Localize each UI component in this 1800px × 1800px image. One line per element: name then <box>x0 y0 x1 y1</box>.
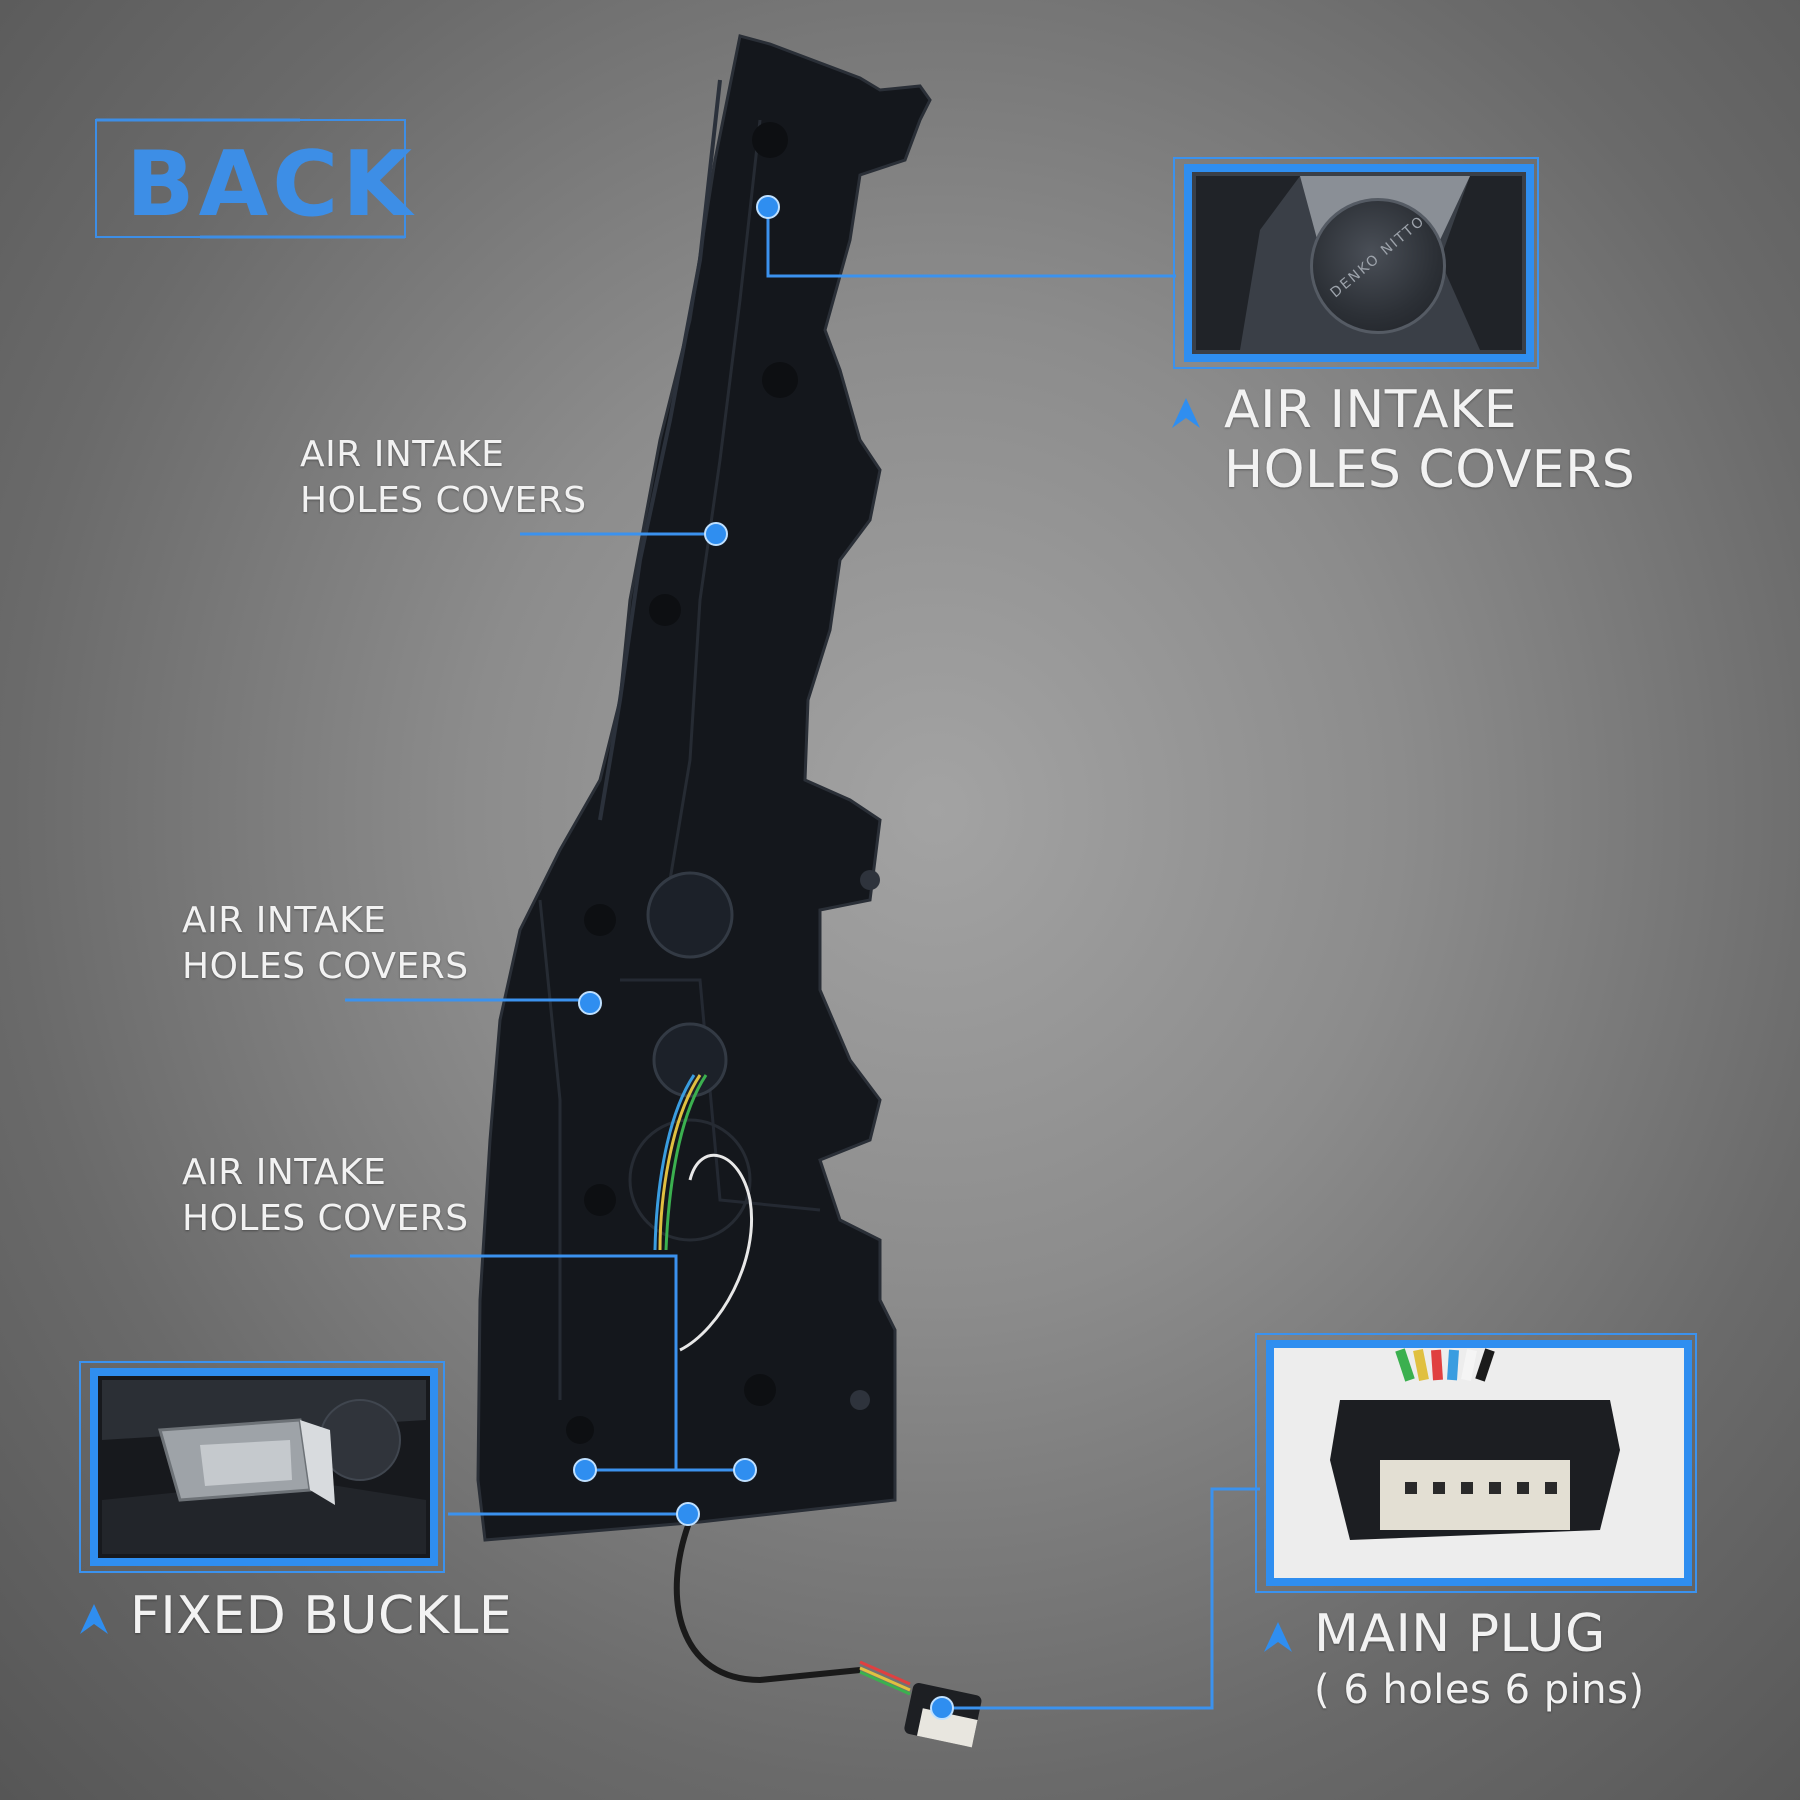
air-intake-label-2: AIR INTAKE HOLES COVERS <box>182 898 469 990</box>
air-intake-label-2-line1: AIR INTAKE <box>182 900 387 941</box>
page-title: BACK <box>126 132 417 237</box>
air-intake-main-line1: AIR INTAKE <box>1224 380 1518 440</box>
main-plug-sublabel: ( 6 holes 6 pins) <box>1314 1667 1645 1713</box>
air-intake-label-3-line1: AIR INTAKE <box>182 1152 387 1193</box>
air-intake-label-1-line2: HOLES COVERS <box>300 480 587 521</box>
inset-plug-frame <box>1255 1333 1697 1593</box>
cap-icon: DENKO NITTO <box>1310 198 1446 334</box>
chevron-up-icon <box>1264 1622 1292 1652</box>
air-intake-label-3: AIR INTAKE HOLES COVERS <box>182 1150 469 1242</box>
air-intake-label-3-line2: HOLES COVERS <box>182 1198 469 1239</box>
inset-buckle-frame <box>79 1361 445 1573</box>
air-intake-main-line2: HOLES COVERS <box>1224 440 1636 500</box>
back-title-frame <box>95 118 406 239</box>
callout-lines <box>345 207 1260 1710</box>
tail-light-body <box>476 34 982 1748</box>
main-plug-label: MAIN PLUG <box>1314 1604 1606 1664</box>
chevron-up-icon <box>80 1604 108 1634</box>
air-intake-label-1-line1: AIR INTAKE <box>300 434 505 475</box>
fixed-buckle-label: FIXED BUCKLE <box>130 1586 513 1646</box>
chevron-up-icon <box>1172 398 1200 428</box>
air-intake-label-1: AIR INTAKE HOLES COVERS <box>300 432 587 524</box>
air-intake-main-label: AIR INTAKE HOLES COVERS <box>1224 380 1635 500</box>
callout-dots <box>573 195 954 1720</box>
cap-brand-text: DENKO NITTO <box>1327 212 1429 302</box>
air-intake-label-2-line2: HOLES COVERS <box>182 946 469 987</box>
